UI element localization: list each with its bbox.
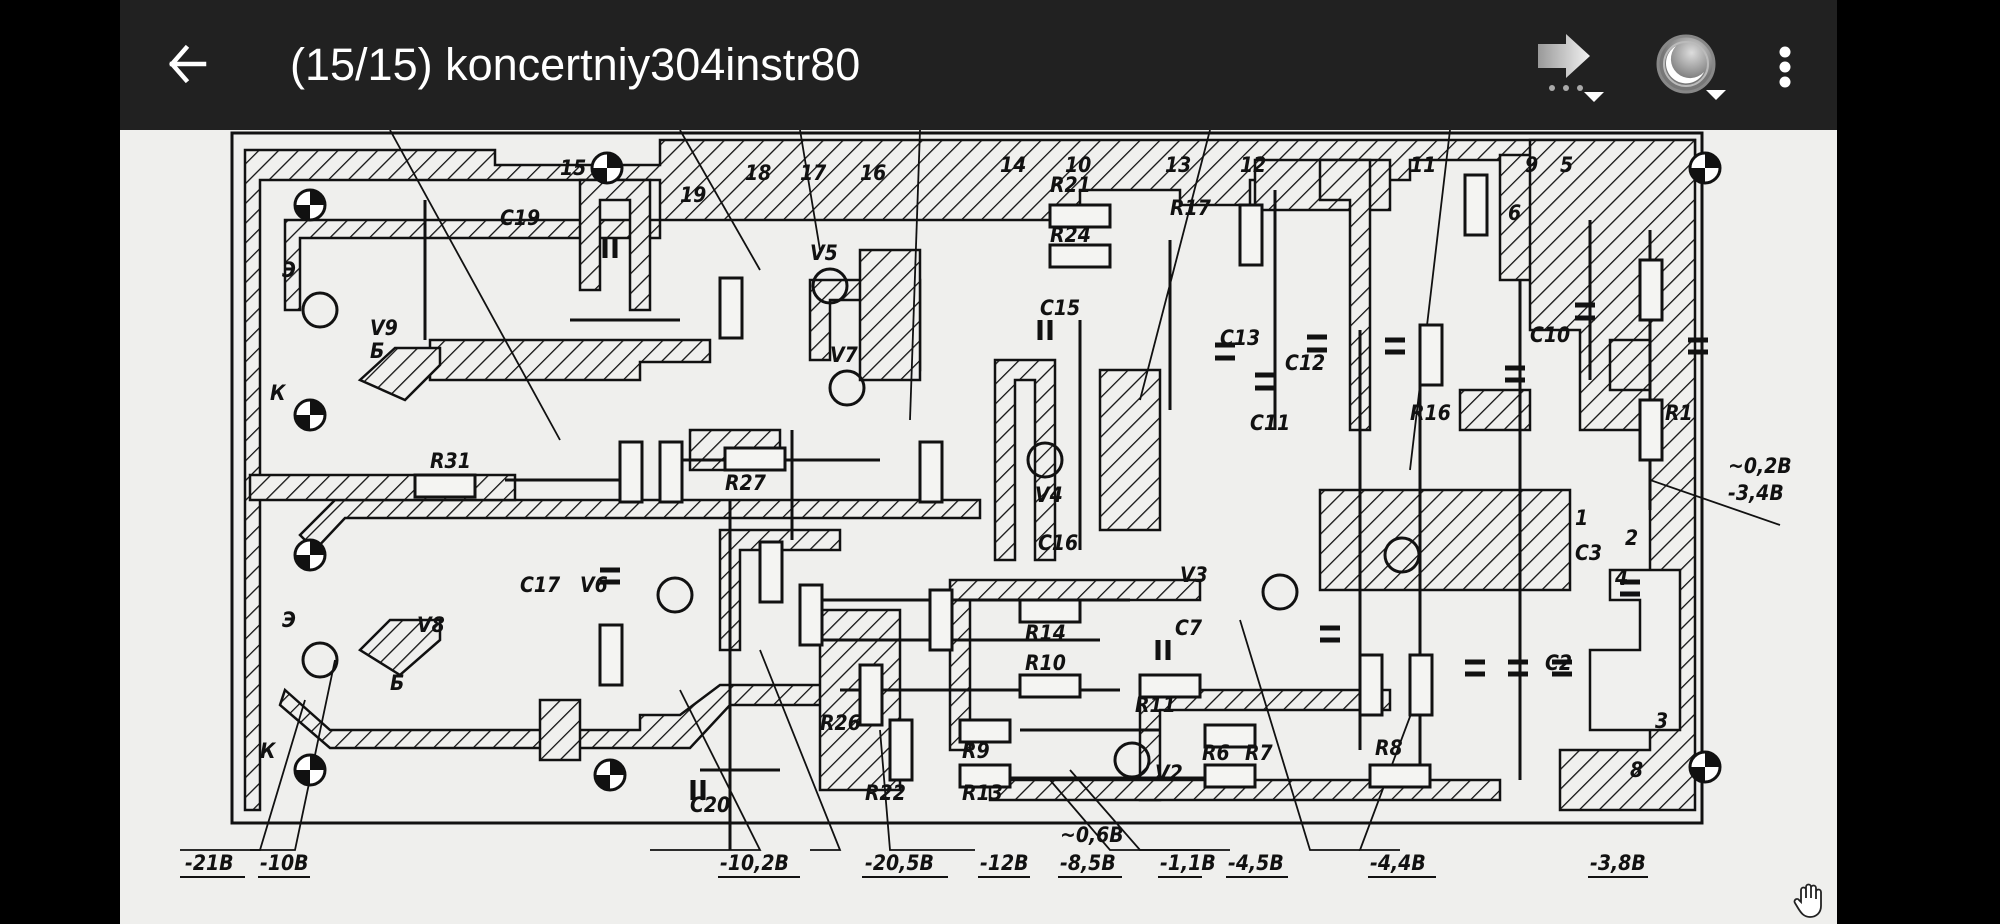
transistor-symbols <box>301 267 1421 779</box>
night-mode-icon <box>1656 34 1726 100</box>
svg-text:1: 1 <box>1575 506 1588 530</box>
app-bar: (15/15) koncertniy304instr80 <box>120 0 1837 130</box>
svg-text:V8: V8 <box>417 613 445 637</box>
svg-text:R8: R8 <box>1375 736 1403 760</box>
svg-text:13: 13 <box>1165 153 1191 177</box>
svg-text:C12: C12 <box>1285 351 1325 375</box>
voltage-label: ~0,6В <box>1060 823 1124 847</box>
svg-text:C17: C17 <box>520 573 561 597</box>
svg-text:C15: C15 <box>1040 296 1080 320</box>
voltage-label: -4,4В <box>1370 851 1426 875</box>
svg-text:17: 17 <box>800 161 827 185</box>
svg-text:2: 2 <box>1625 526 1638 550</box>
svg-text:Б: Б <box>390 671 404 695</box>
svg-text:19: 19 <box>680 183 706 207</box>
document-title: (15/15) koncertniy304instr80 <box>290 39 861 90</box>
voltage-label: -21В <box>185 851 234 875</box>
svg-text:3: 3 <box>1655 709 1668 733</box>
back-button[interactable] <box>160 36 216 92</box>
svg-text:R7: R7 <box>1245 741 1274 765</box>
svg-text:8: 8 <box>1630 758 1643 782</box>
voltage-label: -1,1В <box>1160 851 1216 875</box>
voltage-label: -8,5В <box>1060 851 1116 875</box>
capacitor-symbols <box>600 238 1708 800</box>
svg-text:К: К <box>270 381 287 405</box>
voltage-label: -3,8В <box>1590 851 1646 875</box>
more-options-icon <box>1779 46 1791 88</box>
svg-text:9: 9 <box>1525 153 1538 177</box>
resistor-bodies <box>413 173 1664 789</box>
svg-text:Э: Э <box>282 258 296 282</box>
next-page-button[interactable] <box>1530 28 1610 108</box>
voltage-label: ~0,2В <box>1728 454 1792 478</box>
svg-text:C19: C19 <box>500 206 540 230</box>
svg-text:6: 6 <box>1508 201 1521 225</box>
svg-text:V4: V4 <box>1035 483 1063 507</box>
svg-text:V2: V2 <box>1155 761 1183 785</box>
svg-text:V9: V9 <box>370 316 398 340</box>
svg-text:R17: R17 <box>1170 196 1212 220</box>
pcb-drawing[interactable]: 15 18 17 16 19 14 10 13 12 11 95 6 1 2 4 8 3 C19… <box>120 129 1837 924</box>
night-mode-button[interactable] <box>1650 28 1730 108</box>
voltage-label: -4,5В <box>1228 851 1284 875</box>
svg-text:V6: V6 <box>580 573 608 597</box>
leader-lines <box>180 129 1781 851</box>
mounting-marks <box>293 151 1722 792</box>
svg-text:R21: R21 <box>1050 173 1091 197</box>
svg-text:R24: R24 <box>1050 223 1091 247</box>
svg-text:15: 15 <box>560 156 586 180</box>
voltage-labels: -21В -10В -10,2В -20,5В -12В ~0,6В -8,5В… <box>180 454 1792 878</box>
svg-text:R31: R31 <box>430 449 471 473</box>
svg-text:C2: C2 <box>1545 651 1572 675</box>
svg-text:R16: R16 <box>1410 401 1451 425</box>
svg-text:R27: R27 <box>725 471 767 495</box>
svg-text:R26: R26 <box>820 711 861 735</box>
arrow-left-icon <box>169 44 207 84</box>
svg-text:C16: C16 <box>1038 531 1078 555</box>
svg-text:C13: C13 <box>1220 326 1260 350</box>
svg-text:C11: C11 <box>1250 411 1290 435</box>
svg-text:Б: Б <box>370 339 384 363</box>
voltage-label: -3,4В <box>1728 481 1784 505</box>
svg-text:R1: R1 <box>1665 401 1693 425</box>
svg-text:18: 18 <box>745 161 771 185</box>
svg-text:11: 11 <box>1410 153 1436 177</box>
hand-pan-icon <box>1793 883 1822 918</box>
voltage-label: -10В <box>260 851 309 875</box>
voltage-label: -10,2В <box>720 851 789 875</box>
voltage-label: -12В <box>980 851 1029 875</box>
navigate-next-icon <box>1538 34 1604 102</box>
svg-text:C3: C3 <box>1575 541 1602 565</box>
svg-text:Э: Э <box>282 608 296 632</box>
svg-text:C10: C10 <box>1530 323 1570 347</box>
svg-text:V7: V7 <box>830 343 859 367</box>
svg-text:V5: V5 <box>810 241 838 265</box>
svg-text:V3: V3 <box>1180 563 1208 587</box>
svg-text:C20: C20 <box>690 793 730 817</box>
voltage-label: -20,5В <box>865 851 934 875</box>
svg-text:R14: R14 <box>1025 621 1066 645</box>
svg-text:R13: R13 <box>962 781 1003 805</box>
svg-text:10: 10 <box>1065 153 1091 177</box>
svg-text:5: 5 <box>1560 153 1573 177</box>
svg-text:16: 16 <box>860 161 886 185</box>
svg-text:R22: R22 <box>865 781 906 805</box>
board-outline <box>230 131 1704 825</box>
svg-text:R10: R10 <box>1025 651 1066 675</box>
app-frame: (15/15) koncertniy304instr80 <box>120 0 1837 924</box>
svg-text:4: 4 <box>1614 566 1628 590</box>
svg-text:R11: R11 <box>1135 693 1176 717</box>
svg-text:C7: C7 <box>1175 616 1203 640</box>
svg-text:14: 14 <box>1000 153 1026 177</box>
svg-text:R9: R9 <box>962 739 990 763</box>
svg-text:12: 12 <box>1240 153 1266 177</box>
more-options-button[interactable] <box>1760 28 1810 108</box>
svg-text:R6: R6 <box>1202 741 1230 765</box>
svg-text:К: К <box>260 739 277 763</box>
